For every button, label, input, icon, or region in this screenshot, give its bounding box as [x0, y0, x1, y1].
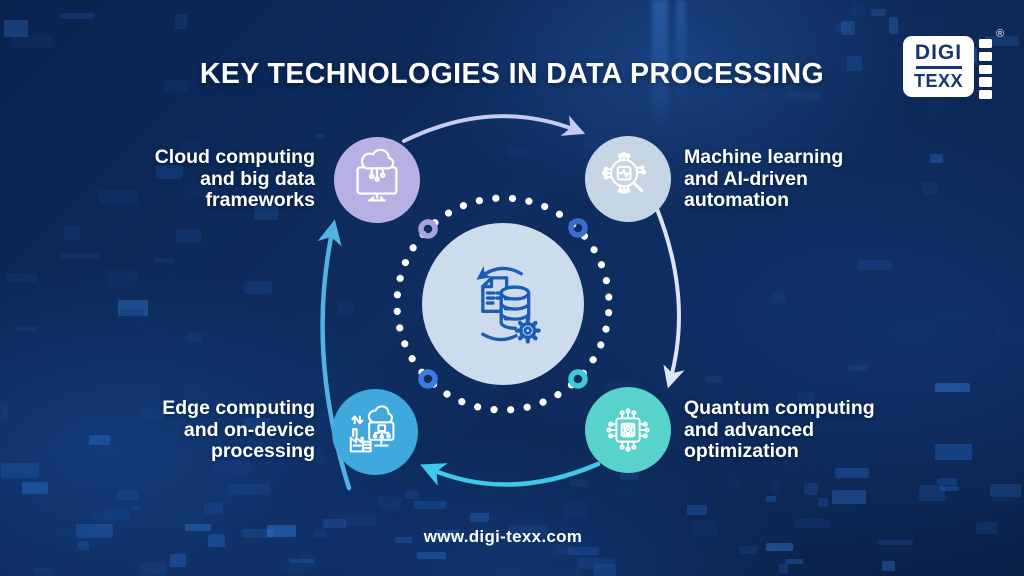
node-label-quantum: Quantum computing and advanced optimizat… — [684, 397, 875, 462]
flow-arrow-ml-to-quantum — [655, 207, 685, 389]
logo-box: DIGI TEXX — [903, 36, 974, 97]
logo-text-texx: TEXX — [913, 70, 963, 91]
flow-arrow-cloud-to-ml — [402, 114, 586, 143]
factory-device-icon — [349, 405, 395, 453]
node-label-edge: Edge computing and on-device processing — [162, 397, 315, 462]
node-icon-frame-ml — [602, 152, 647, 195]
data-processing-cycle-icon — [476, 266, 541, 344]
node-icon-frame-edge — [349, 405, 395, 453]
node-label-cloud: Cloud computing and big data frameworks — [154, 146, 315, 211]
node-label-ml: Machine learning and AI-driven automatio… — [684, 146, 844, 211]
gear-teeth — [514, 317, 541, 344]
ring-dot-ml — [568, 218, 588, 238]
center-icon-frame — [476, 266, 541, 344]
ring-dot-cloud — [418, 219, 438, 239]
ring-dot-quantum — [568, 369, 588, 389]
registered-mark: ® — [996, 28, 1005, 40]
cloud-monitor-icon — [356, 149, 398, 202]
ring-dot-edge — [418, 369, 438, 389]
digitexx-logo: DIGI TEXX ® — [899, 28, 1009, 102]
logo-filmstrip-icon — [979, 39, 992, 100]
node-icon-frame-cloud — [356, 149, 398, 202]
ai-chip-magnifier-icon — [602, 152, 647, 195]
flow-arrow-quantum-to-edge — [420, 461, 601, 487]
logo-divider — [915, 65, 962, 70]
quantum-chip-icon — [606, 408, 650, 452]
page-title: KEY TECHNOLOGIES IN DATA PROCESSING — [199, 58, 825, 90]
logo-text-digi: DIGI — [914, 41, 963, 65]
node-icon-frame-quantum — [606, 408, 650, 452]
website-url: www.digi-texx.com — [423, 527, 583, 546]
